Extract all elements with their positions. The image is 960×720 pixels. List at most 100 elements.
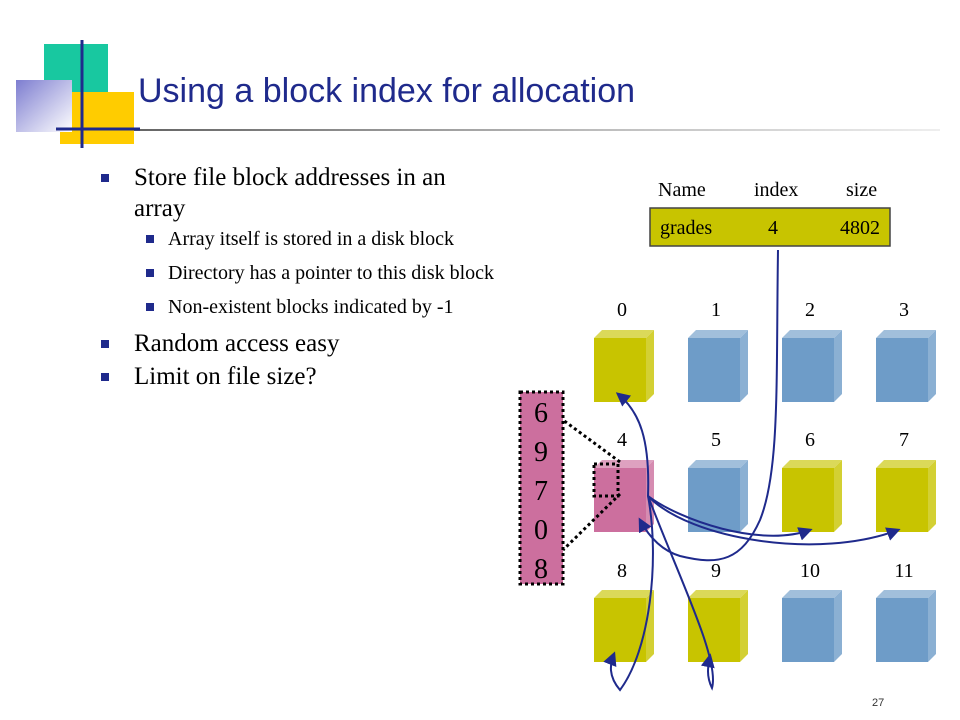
disk-block-front	[688, 338, 740, 402]
disk-block-front	[594, 598, 646, 662]
square-bullet-icon	[101, 340, 109, 348]
square-bullet-icon	[146, 235, 154, 243]
disk-block-side	[928, 460, 936, 532]
block-label: 2	[805, 299, 815, 321]
disk-block	[594, 590, 654, 662]
directory-entry-name: grades	[660, 217, 712, 239]
bullet-item: Limit on file size?	[98, 361, 498, 392]
bullet-text: Store file block addresses in an array	[134, 164, 446, 222]
pointer-arrows	[603, 249, 901, 692]
disk-block-front	[876, 468, 928, 532]
title-rule	[56, 129, 940, 131]
square-bullet-icon	[146, 269, 154, 277]
block-label: 6	[805, 429, 815, 451]
index-entry: 9	[534, 437, 548, 468]
disk-block-side	[834, 460, 842, 532]
sub-bullet-item: Array itself is stored in a disk block	[98, 226, 498, 252]
block-label: 4	[617, 429, 627, 451]
disk-block-side	[928, 590, 936, 662]
disk-block-top	[594, 590, 654, 598]
directory-entry-index: 4	[768, 217, 778, 239]
disk-block-top	[876, 330, 936, 338]
pointer-arrow-block-9	[647, 495, 715, 691]
disk-block-front	[876, 338, 928, 402]
bullet-list: Store file block addresses in an array A…	[98, 162, 498, 394]
block-label: 10	[800, 560, 820, 582]
sub-bullet-text: Directory has a pointer to this disk blo…	[168, 262, 495, 284]
pointer-arrow-block-7	[647, 495, 901, 546]
zoom-line-bottom	[561, 492, 622, 552]
disk-block-top	[782, 330, 842, 338]
disk-block-front	[688, 468, 740, 532]
disk-block-top	[594, 460, 654, 468]
square-bullet-icon	[101, 174, 109, 182]
disk-block-top	[782, 460, 842, 468]
disk-blocks: 0 1 2 3 4 5 6 7 8 9 10 11	[617, 299, 914, 582]
disk-block	[688, 330, 748, 402]
disk-block	[782, 590, 842, 662]
disk-block	[688, 590, 748, 662]
disk-block-front	[782, 468, 834, 532]
disk-block	[876, 590, 936, 662]
bullet-item: Random access easy	[98, 328, 498, 359]
disk-block-front	[782, 598, 834, 662]
block-label: 7	[899, 429, 909, 451]
page-number: 27	[872, 697, 885, 709]
disk-block-side	[834, 590, 842, 662]
disk-block-side	[740, 330, 748, 402]
directory-entry-size: 4802	[840, 217, 880, 239]
disk-block-top	[594, 330, 654, 338]
index-entry: 7	[534, 476, 548, 507]
disk-block-top	[876, 590, 936, 598]
disk-block	[782, 330, 842, 402]
block-label: 11	[894, 560, 913, 582]
sub-bullet-text: Non-existent blocks indicated by -1	[168, 296, 454, 318]
disk-block-top	[876, 460, 936, 468]
directory-header-size: size	[846, 179, 877, 201]
index-highlight-box	[592, 462, 620, 498]
index-entry: 8	[534, 554, 548, 585]
block-label: 5	[711, 429, 721, 451]
sub-bullet-item: Directory has a pointer to this disk blo…	[98, 260, 498, 286]
disk-block-side	[834, 330, 842, 402]
index-array-box	[518, 390, 565, 586]
bullet-text: Random access easy	[134, 330, 340, 357]
disk-block-top	[688, 590, 748, 598]
disk-block	[876, 460, 936, 532]
disk-block	[688, 460, 748, 532]
directory-header-name: Name	[658, 179, 706, 201]
block-label: 9	[711, 560, 721, 582]
logo-blue-square	[16, 80, 72, 132]
square-bullet-icon	[101, 373, 109, 381]
disk-block-top	[688, 330, 748, 338]
block-label: 1	[711, 299, 721, 321]
pointer-arrow-block-0	[615, 392, 650, 497]
disk-block-side	[928, 330, 936, 402]
index-entry: 6	[534, 398, 548, 429]
disk-block-top	[782, 590, 842, 598]
index-entry: 0	[534, 515, 548, 546]
disk-block-front	[594, 468, 646, 532]
block-label: 0	[617, 299, 627, 321]
disk-block-front	[782, 338, 834, 402]
disk-block-front	[876, 598, 928, 662]
pointer-arrow-block-6	[647, 495, 813, 541]
slide-logo	[16, 40, 140, 148]
sub-bullet-item: Non-existent blocks indicated by -1	[98, 294, 498, 320]
disk-block-top	[688, 460, 748, 468]
directory: Name index size grades 4 4802	[649, 179, 891, 247]
directory-entry-box	[649, 207, 891, 247]
disk-block-side	[740, 460, 748, 532]
disk-block	[594, 460, 654, 532]
disk-block-side	[740, 590, 748, 662]
disk-block-shapes	[594, 330, 936, 662]
zoom-line-top	[562, 418, 621, 464]
disk-block	[594, 330, 654, 402]
block-label: 8	[617, 560, 627, 582]
disk-block	[876, 330, 936, 402]
disk-block-side	[646, 330, 654, 402]
slide-title: Using a block index for allocation	[138, 72, 636, 110]
sub-bullet-text: Array itself is stored in a disk block	[168, 228, 455, 250]
disk-block	[782, 460, 842, 532]
